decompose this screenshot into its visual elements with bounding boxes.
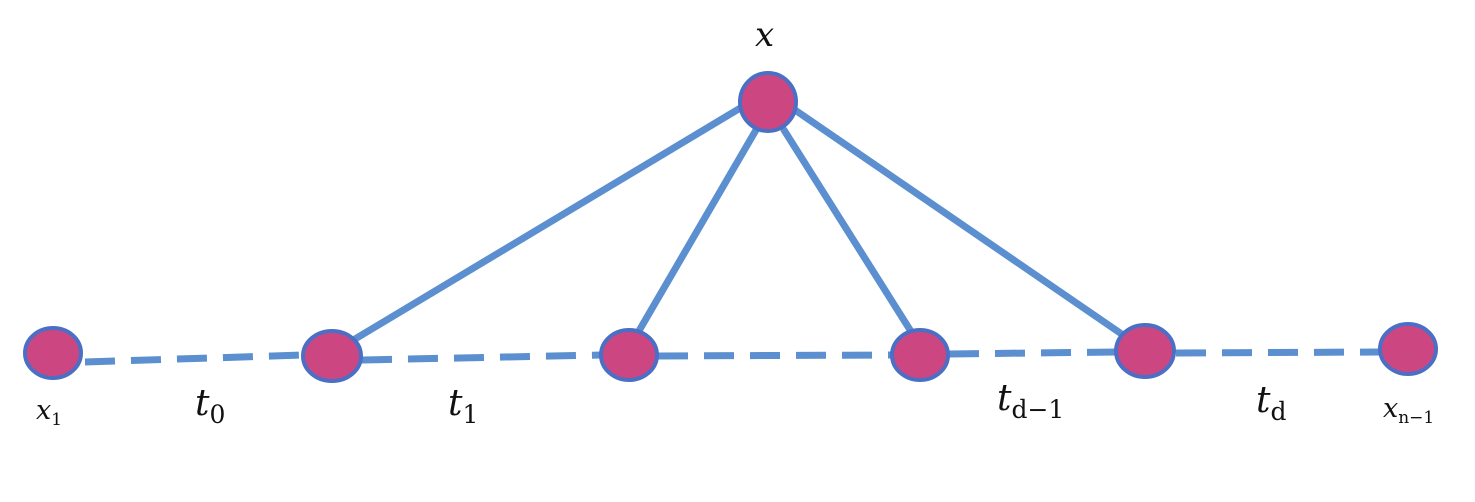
hub-edge-2 bbox=[632, 126, 760, 340]
node-xn-1 bbox=[1378, 322, 1438, 376]
hub-edges bbox=[346, 103, 1130, 346]
label-td: td bbox=[1256, 380, 1286, 426]
path-edges bbox=[84, 348, 1381, 366]
path-edge-t1 bbox=[361, 351, 602, 364]
node-path-2 bbox=[599, 328, 659, 382]
label-td-1: td−1 bbox=[997, 378, 1064, 424]
nodes bbox=[23, 71, 1438, 383]
node-x1 bbox=[23, 326, 83, 380]
hub-edge-1 bbox=[346, 103, 746, 346]
node-top-x bbox=[738, 71, 798, 133]
node-path-1 bbox=[301, 329, 363, 383]
node-path-3 bbox=[890, 328, 950, 382]
label-t0: t0 bbox=[195, 383, 225, 429]
label-x1: x1 bbox=[36, 395, 62, 430]
labels: x x1 xn−1 t0 t1 td−1 td bbox=[36, 15, 1434, 430]
label-t1: t1 bbox=[448, 383, 478, 429]
path-edge-middle bbox=[657, 351, 893, 360]
node-path-4 bbox=[1114, 323, 1176, 379]
hub-edge-4 bbox=[791, 106, 1130, 341]
hub-edge-3 bbox=[780, 126, 916, 337]
label-top-x: x bbox=[755, 15, 774, 55]
label-xn-1: xn−1 bbox=[1383, 393, 1434, 428]
path-edge-t0 bbox=[84, 351, 304, 366]
path-edge-td bbox=[1175, 348, 1381, 357]
path-edge-td-1 bbox=[948, 348, 1117, 358]
